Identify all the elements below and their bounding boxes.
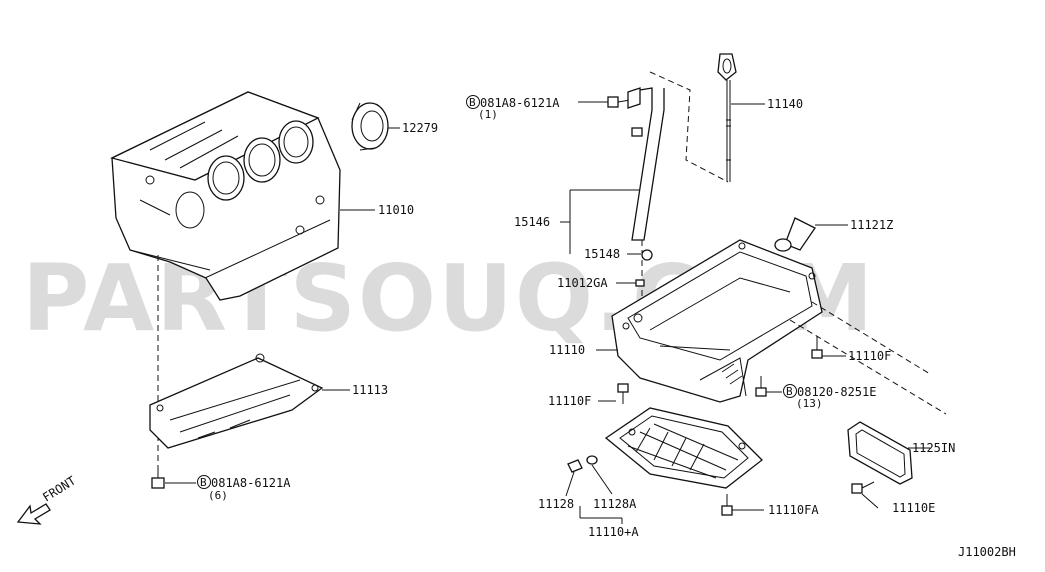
bolt-marker-right [783,384,797,398]
label-baffle-plate: 11113 [352,383,388,397]
front-arrow-icon [16,503,51,525]
bolt-right[interactable] [755,376,767,397]
label-cylinder-block: 11010 [378,203,414,217]
bolt-bottom-left[interactable] [151,470,165,489]
cover-gasket[interactable] [847,421,913,485]
label-bolt-right: 08120-8251E [797,385,876,399]
label-oil-strainer: 11121Z [850,218,893,232]
bolt-e[interactable] [851,481,875,494]
label-lower-oil-pan: 11110+A [588,525,639,539]
label-rear-oil-seal: 12279 [402,121,438,135]
label-bolt-f-right: 11110F [848,349,891,363]
label-bolt-f-left: 11110F [548,394,591,408]
label-cover-gasket: 1125IN [912,441,955,455]
label-bolt-e: 11110E [892,501,935,515]
label-dipstick-guide-tube: 15146 [514,215,550,229]
o-ring[interactable] [641,249,653,261]
drain-washer[interactable] [586,455,598,465]
oil-dipstick[interactable] [717,53,737,182]
label-upper-oil-pan: 11110 [549,343,585,357]
label-bolt-fa: 11110FA [768,503,819,517]
label-gasket-ring: 11012GA [557,276,608,290]
bolt-marker-text-right: B [786,385,793,398]
bolt-top[interactable] [607,96,631,108]
bolt-marker-text-top: B [469,96,476,109]
label-drain-washer: 11128A [593,497,637,511]
label-oil-dipstick: 11140 [767,97,803,111]
bolt-f-right[interactable] [811,336,823,359]
label-bolt-bottom-left: 081A8-6121A [211,476,291,490]
label-drain-plug: 11128 [538,497,574,511]
cylinder-block[interactable] [110,91,341,301]
baffle-plate[interactable] [149,353,324,449]
gasket-ring[interactable] [635,279,645,287]
diagram-code: J11002BH [958,545,1016,559]
oil-strainer[interactable] [774,217,816,252]
bolt-fa[interactable] [721,494,733,516]
bolt-marker-text-bottom-left: B [200,476,207,489]
front-label: FRONT [40,474,78,505]
bolt-marker-top [466,95,480,109]
qty-bolt-top: (1) [478,108,498,121]
qty-bolt-bottom-left: (6) [208,489,228,502]
bolt-f-left[interactable] [617,383,629,404]
rear-oil-seal[interactable] [351,102,389,151]
qty-bolt-right: (13) [796,397,823,410]
label-o-ring: 15148 [584,247,620,261]
label-bolt-top: 081A8-6121A [480,96,560,110]
dipstick-guide-tube[interactable] [627,87,665,241]
bolt-marker-bottom-left [197,475,211,489]
upper-oil-pan[interactable] [611,239,823,403]
drain-plug[interactable] [567,459,583,473]
lower-oil-pan[interactable] [604,407,763,489]
